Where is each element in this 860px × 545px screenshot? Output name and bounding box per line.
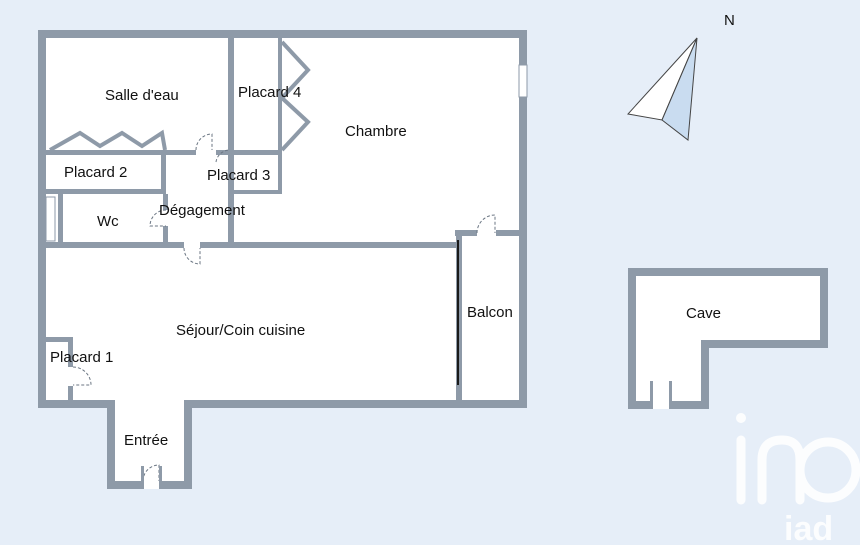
compass-right-half <box>661 37 698 141</box>
logo-o <box>795 437 860 503</box>
wall-balcon-top-2 <box>496 230 519 236</box>
room-label-wc: Wc <box>97 213 119 230</box>
wall-salle-bottom-2 <box>216 150 230 155</box>
wall-placard3-bottom <box>234 190 282 194</box>
iad-logo-text: iad <box>784 510 833 545</box>
iad-logo <box>736 413 860 505</box>
placard2-folding-door <box>49 129 167 152</box>
cave-door-jamb-r <box>669 381 672 409</box>
wall-wc-right-2 <box>163 226 168 246</box>
compass-north-label: N <box>724 12 735 29</box>
wall-placard3-top <box>234 150 282 155</box>
logo-n <box>757 435 805 505</box>
wardrobe-doors <box>49 40 311 152</box>
cave-walls <box>628 268 828 409</box>
cave-door-jamb-l <box>650 381 653 409</box>
door-wc <box>149 209 167 227</box>
wall-balcon-top <box>455 230 477 236</box>
door-placard1 <box>72 366 92 386</box>
room-label-sejour: Séjour/Coin cuisine <box>176 322 305 339</box>
door-sejour <box>183 247 201 265</box>
wall-placard1-right-2 <box>68 386 73 400</box>
door-placard3 <box>215 149 231 163</box>
room-label-balcon: Balcon <box>467 304 513 321</box>
closet-strip <box>45 196 56 242</box>
placard4-folding-door <box>279 40 311 152</box>
cave-floor <box>636 276 820 401</box>
wall-placard2-bottom <box>46 189 166 194</box>
entree-door-gap <box>143 481 160 489</box>
wall-wc-right <box>163 194 168 210</box>
entree-door-jamb-l <box>141 466 144 489</box>
room-label-placard3: Placard 3 <box>207 167 270 184</box>
wall-placard1-right <box>68 337 73 367</box>
wall-placard2-right <box>161 155 166 194</box>
room-label-cave: Cave <box>686 305 721 322</box>
entree-door-jamb-r <box>159 466 162 489</box>
door-degagement <box>195 133 213 151</box>
wall-sejour-top-1 <box>46 242 184 248</box>
wall-placard1-top <box>46 337 72 342</box>
wall-salle-bottom <box>46 150 196 155</box>
room-label-degagement: Dégagement <box>159 202 246 219</box>
wall-placard3-right <box>278 150 282 194</box>
room-label-salle-deau: Salle d'eau <box>105 87 179 104</box>
room-label-chambre: Chambre <box>345 123 407 140</box>
wall-wc-left <box>58 194 63 244</box>
wall-vertical-right-of-placard4 <box>278 38 282 155</box>
cave-door-gap <box>652 401 670 409</box>
door-balcon <box>476 214 496 234</box>
room-label-placard4: Placard 4 <box>238 84 301 101</box>
wall-sejour-top-2 <box>200 242 458 248</box>
room-label-entree: Entrée <box>124 432 168 449</box>
room-label-placard1: Placard 1 <box>50 349 113 366</box>
compass-arrow-icon <box>627 37 698 141</box>
logo-dot <box>736 413 746 423</box>
window <box>518 64 528 98</box>
balcon-glass-line <box>457 240 459 385</box>
room-labels: Salle d'eau Placard 4 Chambre Placard 2 … <box>50 84 721 449</box>
room-label-placard2: Placard 2 <box>64 164 127 181</box>
wall-vertical-left-of-placard4 <box>228 38 234 245</box>
